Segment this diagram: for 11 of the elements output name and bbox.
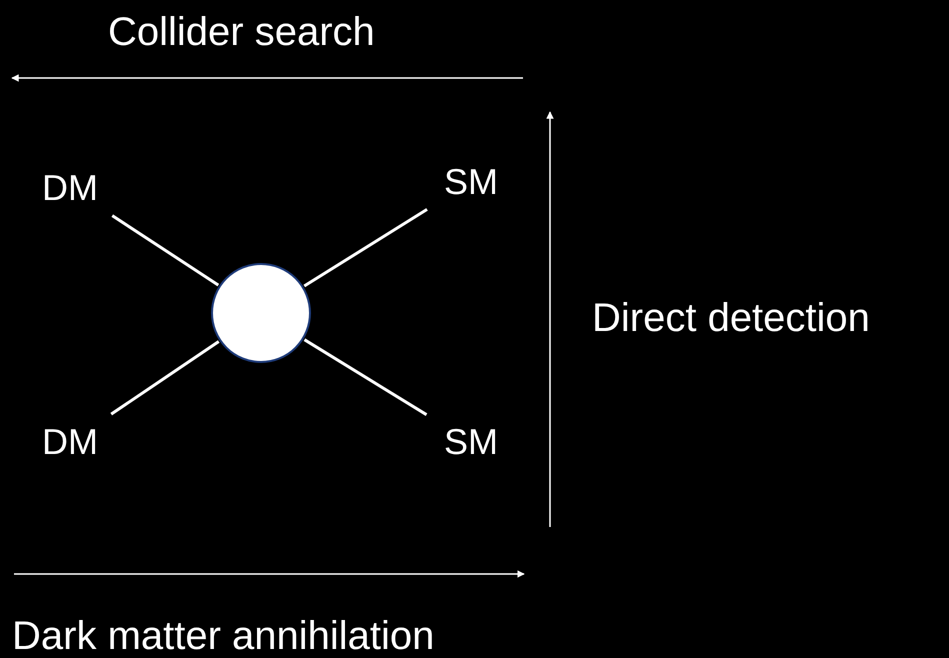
line [304,338,428,416]
line [110,340,220,416]
node-label: DM [30,168,110,208]
axis-label: Collider search [108,12,375,52]
node-label: DM [30,422,110,462]
line [303,208,428,288]
line [111,214,220,286]
axis-label: Direct detection [592,298,870,338]
node-label: SM [436,422,506,462]
node-label: SM [436,162,506,202]
axis-label: Dark matter annihilation [12,616,434,656]
